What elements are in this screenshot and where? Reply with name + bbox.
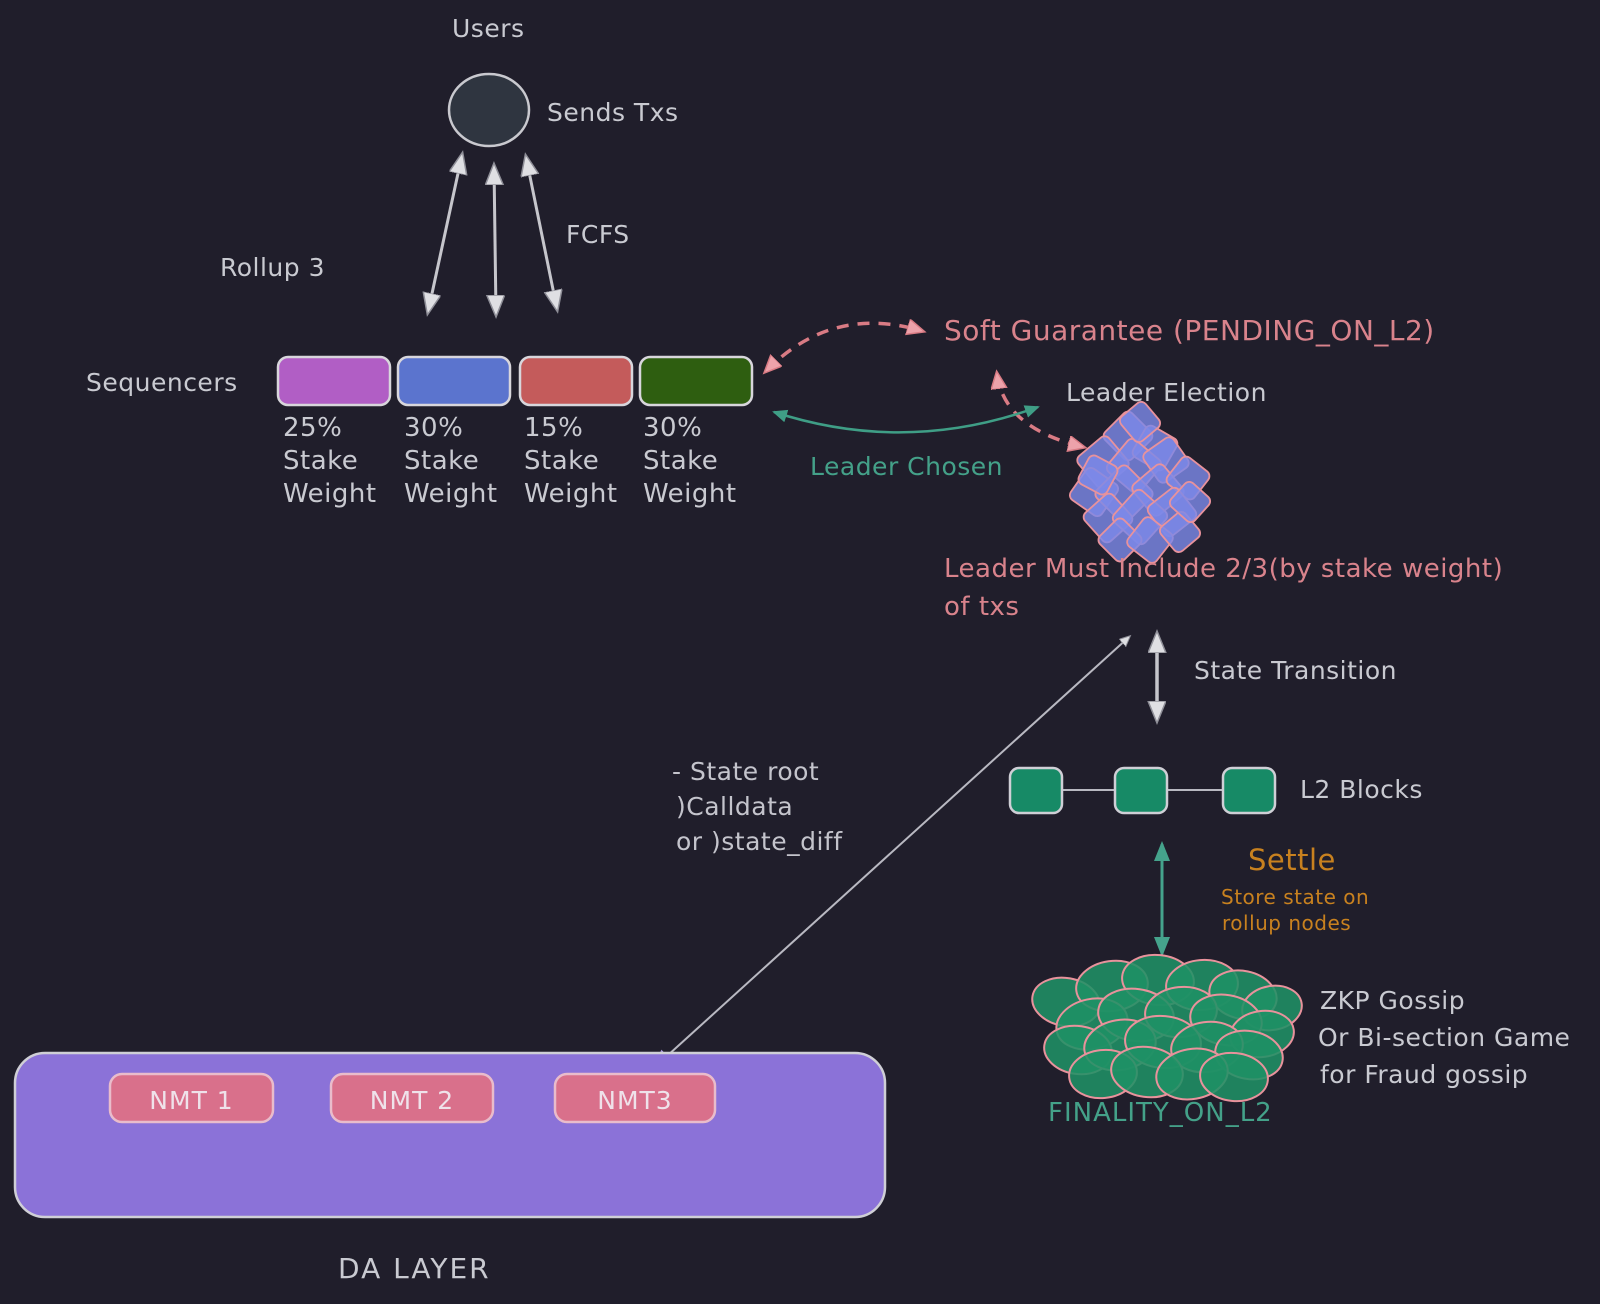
sequencer-boxes <box>276 355 754 407</box>
stake-label-3: 15% Stake Weight <box>524 413 618 509</box>
finality-label: FINALITY_ON_L2 <box>1048 1098 1273 1128</box>
sequencers-label: Sequencers <box>86 368 238 397</box>
sends-txs-label: Sends Txs <box>547 98 679 127</box>
state-root-note-line1: - State root <box>672 757 820 786</box>
soft-guarantee-dashed-arrow <box>766 323 922 371</box>
sequencer-box-2 <box>396 355 512 407</box>
nmt-boxes <box>108 1072 717 1124</box>
l2-blocks-label: L2 Blocks <box>1300 775 1423 804</box>
nmt-label-2: NMT 2 <box>369 1086 455 1115</box>
nmt-label-3: NMT3 <box>597 1086 673 1115</box>
da-layer-label: DA LAYER <box>338 1252 491 1285</box>
soft-guarantee-label: Soft Guarantee (PENDING_ON_L2) <box>944 314 1435 347</box>
users-to-sequencers-arrows <box>428 155 557 314</box>
settle-label: Settle <box>1248 843 1336 877</box>
stake-label-4: 30% Stake Weight <box>643 413 737 509</box>
zkp-line3: for Fraud gossip <box>1320 1060 1529 1089</box>
nmt-box-3 <box>553 1072 717 1124</box>
settle-sub-line2: rollup nodes <box>1222 911 1352 935</box>
nmt-label-1: NMT 1 <box>149 1086 234 1115</box>
state-root-note-line2: )Calldata <box>676 792 794 821</box>
leader-cluster <box>1068 401 1212 564</box>
stake-label-2: 30% Stake Weight <box>404 413 498 509</box>
state-root-note-line3: or )state_diff <box>676 827 843 856</box>
settle-sub-line1: Store state on <box>1221 885 1370 909</box>
state-transition-label: State Transition <box>1194 656 1398 685</box>
sequencer-box-3 <box>518 355 634 407</box>
zkp-line1: ZKP Gossip <box>1320 986 1466 1015</box>
l2-blocks-chain <box>1008 766 1277 815</box>
nmt-box-1 <box>108 1072 275 1124</box>
leader-chosen-label: Leader Chosen <box>810 452 1004 481</box>
l2-block-2 <box>1113 766 1169 815</box>
sequencer-box-4 <box>638 355 754 407</box>
must-include-line1: Leader Must Include 2/3(by stake weight) <box>944 554 1504 584</box>
finality-cluster <box>1031 953 1303 1103</box>
users-circle <box>447 72 531 148</box>
l2-block-1 <box>1008 766 1064 815</box>
sequencer-box-1 <box>276 355 392 407</box>
rollup-label: Rollup 3 <box>220 253 326 282</box>
nmt-box-2 <box>329 1072 495 1124</box>
leader-chosen-arrow <box>772 405 1040 434</box>
users-label: Users <box>452 14 525 43</box>
must-include-line2: of txs <box>944 592 1020 622</box>
stake-label-1: 25% Stake Weight <box>283 413 377 509</box>
fcfs-label: FCFS <box>566 220 630 249</box>
leader-election-label: Leader Election <box>1066 378 1267 407</box>
zkp-line2: Or Bi-section Game <box>1318 1023 1571 1052</box>
da-publish-arrow <box>656 637 1129 1066</box>
l2-block-3 <box>1221 766 1277 815</box>
